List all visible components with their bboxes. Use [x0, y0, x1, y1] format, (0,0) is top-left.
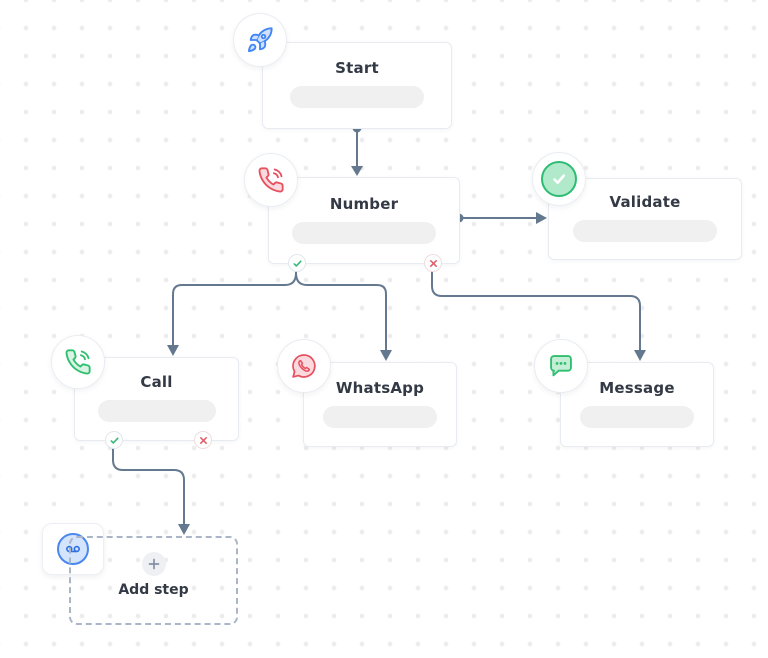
arrowhead: [178, 524, 190, 535]
check-circle-icon: [532, 152, 586, 206]
success-handle[interactable]: [105, 431, 123, 449]
node-title: Number: [329, 195, 399, 213]
placeholder-pill: [323, 406, 437, 428]
node-whatsapp[interactable]: WhatsApp: [277, 339, 457, 447]
message-dots-icon: [534, 339, 588, 393]
arrowhead: [536, 212, 547, 224]
node-start[interactable]: Start: [233, 13, 452, 129]
check-icon: [109, 436, 119, 444]
placeholder-pill: [97, 400, 216, 422]
arrowhead: [634, 350, 646, 361]
node-call[interactable]: Call: [51, 335, 239, 449]
failure-handle[interactable]: [194, 431, 212, 449]
placeholder-pill: [573, 220, 717, 242]
node-number[interactable]: Number: [244, 153, 460, 272]
node-title: Start: [335, 59, 379, 77]
arrowhead: [380, 350, 392, 361]
placeholder-pill: [292, 222, 436, 244]
placeholder-pill: [580, 406, 694, 428]
phone-icon: [244, 153, 298, 207]
edge-number-message: [431, 269, 641, 352]
plus-icon: [141, 552, 166, 576]
failure-handle[interactable]: [424, 254, 442, 272]
check-icon: [292, 259, 302, 267]
add-step-button[interactable]: Add step: [69, 536, 238, 625]
arrowhead: [351, 166, 363, 176]
arrowhead: [167, 345, 179, 356]
x-icon: [429, 259, 437, 267]
success-handle[interactable]: [288, 254, 306, 272]
node-title: Validate: [609, 193, 681, 211]
rocket-icon: [233, 13, 287, 67]
node-title: Message: [599, 379, 675, 397]
phone-call-icon: [51, 335, 105, 389]
x-icon: [199, 436, 207, 444]
node-title: WhatsApp: [335, 379, 425, 397]
node-validate[interactable]: Validate: [532, 152, 742, 260]
node-title: Call: [140, 373, 173, 391]
voicemail-step-card[interactable]: [42, 523, 104, 575]
edge-call-addstep: [112, 445, 185, 526]
placeholder-pill: [290, 86, 424, 108]
whatsapp-icon: [277, 339, 331, 393]
node-message[interactable]: Message: [534, 339, 714, 447]
edge-number-call: [172, 269, 297, 347]
add-step-label: Add step: [118, 582, 189, 598]
